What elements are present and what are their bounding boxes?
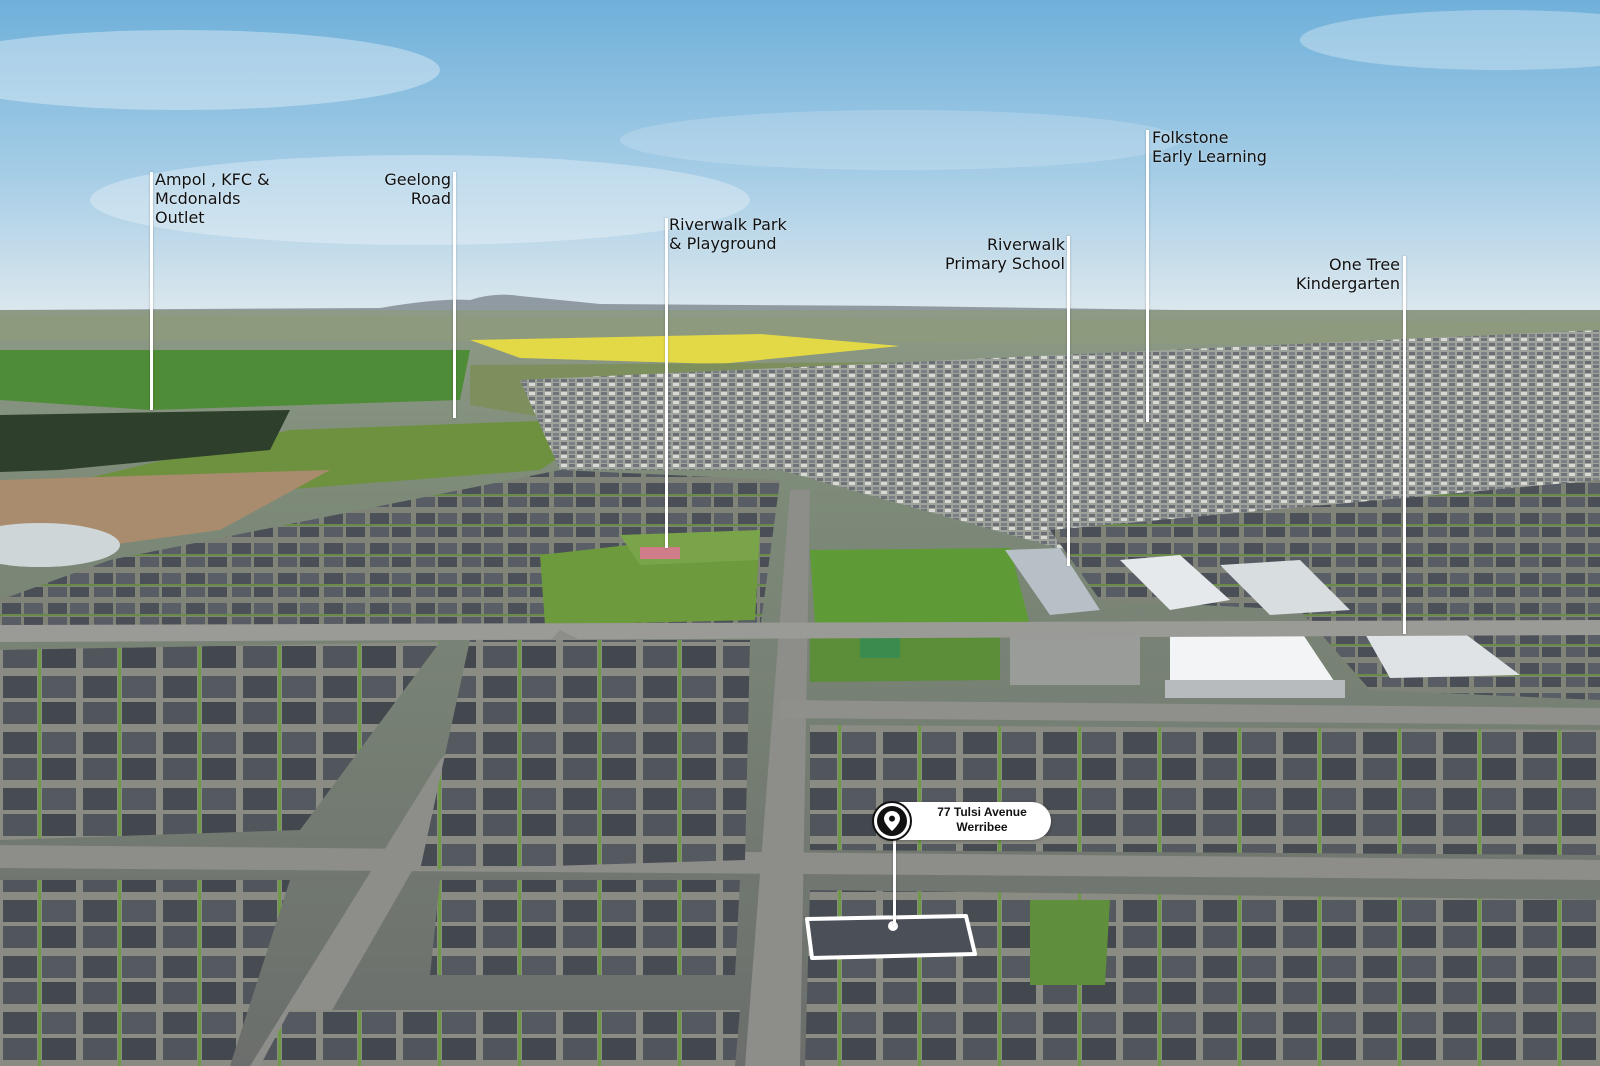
callout-label-one-tree: One Tree Kindergarten: [1295, 255, 1400, 293]
callout-line-riverwalk-park: [665, 218, 668, 548]
callout-line-property: [893, 840, 896, 926]
location-pin-icon: [884, 811, 900, 831]
callout-label-ampol: Ampol , KFC & Mcdonalds Outlet: [155, 170, 270, 227]
property-address: 77 Tulsi Avenue Werribee: [918, 805, 1046, 835]
callout-line-folkstone: [1146, 130, 1149, 422]
property-address-card: 77 Tulsi Avenue Werribee: [872, 801, 1051, 841]
address-line-1: 77 Tulsi Avenue: [937, 805, 1027, 819]
pin-badge: [872, 801, 912, 841]
callout-line-one-tree: [1403, 256, 1406, 634]
callout-line-ampol: [150, 172, 153, 410]
callout-label-folkstone: Folkstone Early Learning: [1152, 128, 1267, 166]
callout-label-riverwalk-school: Riverwalk Primary School: [944, 235, 1065, 273]
callout-label-riverwalk-park: Riverwalk Park & Playground: [669, 215, 787, 253]
callout-line-riverwalk-school: [1067, 236, 1070, 566]
address-line-2: Werribee: [956, 820, 1008, 834]
callout-line-geelong: [453, 172, 456, 418]
callout-label-geelong: Geelong Road: [384, 170, 451, 208]
